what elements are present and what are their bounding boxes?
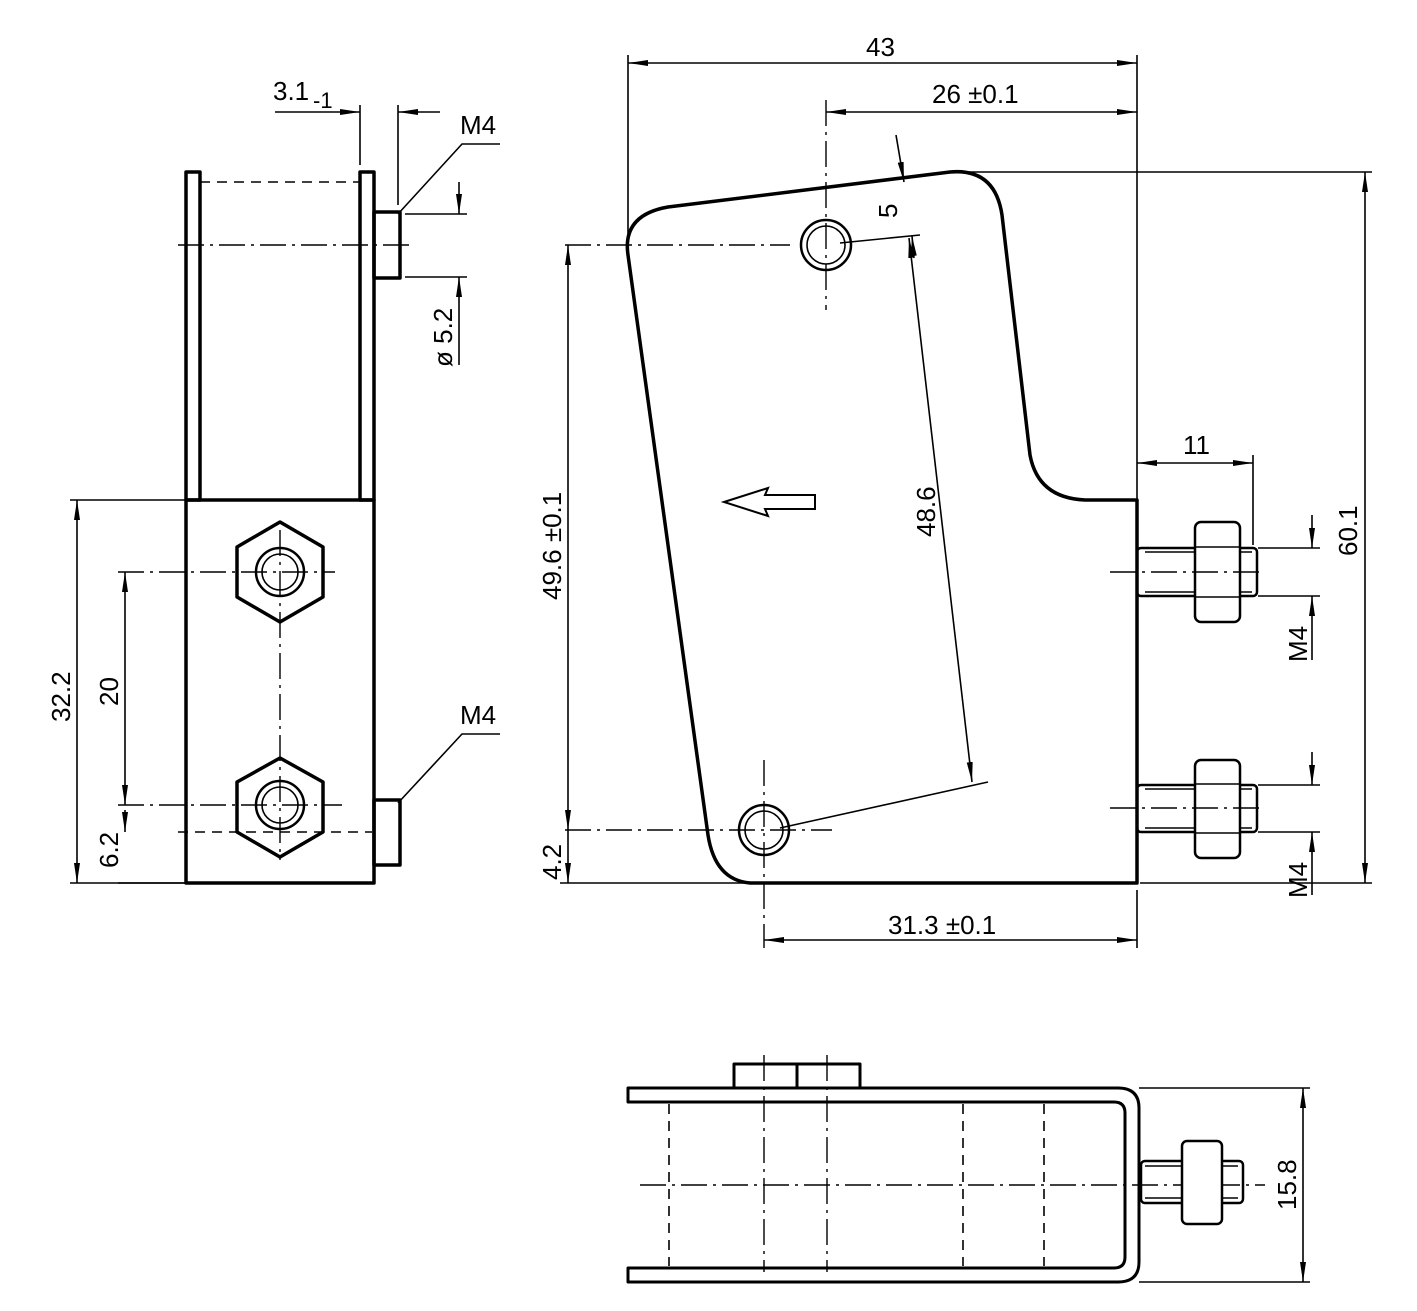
front-view: 43 26 ±0.1 60.1 49.6 ±0.1 4.2 31.3 ±0.1 … bbox=[537, 32, 1372, 948]
dim-spacing: 20 bbox=[94, 677, 124, 706]
dim-width: 43 bbox=[866, 32, 895, 62]
dim-diagonal: 48.6 bbox=[911, 486, 941, 537]
dim-total-height: 60.1 bbox=[1333, 505, 1363, 556]
right-flange bbox=[358, 170, 376, 502]
stud-bottom bbox=[372, 798, 402, 867]
dim-thickness-tolerance: -1 bbox=[313, 88, 333, 113]
stud-lower bbox=[1135, 758, 1259, 860]
dim-height: 32.2 bbox=[46, 671, 76, 722]
bracket-plate-outline bbox=[625, 169, 1139, 885]
stud-bottom-view bbox=[1139, 1139, 1245, 1226]
dim-thickness: 3.1 bbox=[273, 76, 309, 106]
hole-diameter: ø 5.2 bbox=[428, 308, 458, 367]
left-flange bbox=[184, 170, 202, 502]
dim-edge: 5 bbox=[873, 204, 903, 218]
dim-stud-length: 11 bbox=[1183, 430, 1210, 460]
thread-label-lower: M4 bbox=[1283, 862, 1313, 898]
dim-hole-offset: 26 ±0.1 bbox=[932, 79, 1019, 109]
thread-label-upper: M4 bbox=[1283, 626, 1313, 662]
side-body bbox=[184, 498, 376, 885]
bottom-view: 15.8 bbox=[626, 1055, 1310, 1284]
thread-label-top: M4 bbox=[460, 110, 496, 140]
dim-bottom-hole: 4.2 bbox=[537, 844, 567, 880]
u-channel-outline bbox=[626, 1086, 1141, 1284]
dim-hole-vertical: 49.6 ±0.1 bbox=[537, 492, 567, 600]
direction-arrow-icon bbox=[720, 486, 816, 518]
side-view: 3.1 -1 M4 ø 5.2 M4 32.2 20 6.2 bbox=[46, 76, 500, 885]
dim-depth: 15.8 bbox=[1272, 1159, 1302, 1210]
dim-bottom: 6.2 bbox=[94, 832, 124, 868]
dim-hole-horizontal: 31.3 ±0.1 bbox=[888, 910, 996, 940]
thread-label-bottom: M4 bbox=[460, 700, 496, 730]
